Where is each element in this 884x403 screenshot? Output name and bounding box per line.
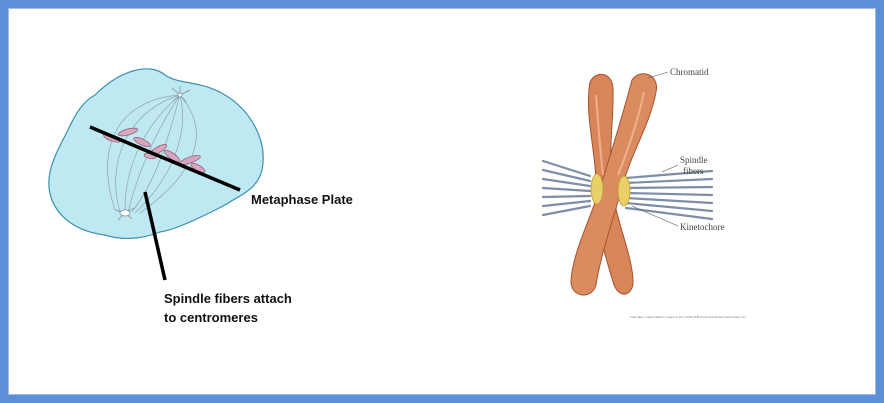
chromosome-diagram: Chromatid Spindle fibers Kinetochore THE… <box>543 67 747 319</box>
spindle-label-line1: Spindle fibers attach <box>164 291 292 306</box>
figure-credit: THE CELL, Fourth Edition, Figure 4.14 © … <box>630 315 747 319</box>
kinetochore-left <box>591 174 603 204</box>
metaphase-diagram: Metaphase Plate Spindle fibers attach to… <box>49 69 353 325</box>
chromatid-label: Chromatid <box>670 67 709 77</box>
kinetochore-label: Kinetochore <box>680 222 724 232</box>
metaphase-plate-label: Metaphase Plate <box>251 192 353 207</box>
kinetochore-right <box>618 176 630 206</box>
spindle-label-line2: to centromeres <box>164 310 258 325</box>
spindle-fibers-left <box>543 161 590 215</box>
spindle-fibers-label-line2: fibers <box>683 166 704 176</box>
spindle-fibers-label-line1: Spindle <box>680 155 708 165</box>
spindle-fibers-right <box>626 171 712 219</box>
